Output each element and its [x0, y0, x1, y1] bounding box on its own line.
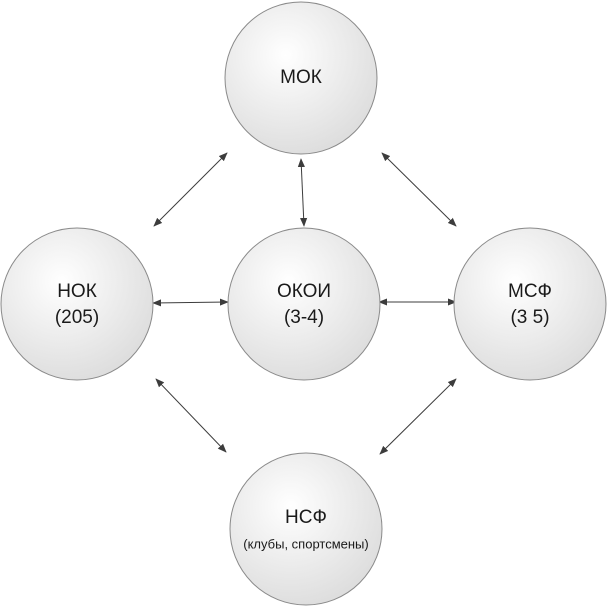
node-nok-circle — [0, 227, 154, 381]
node-msf-circle — [453, 227, 607, 381]
node-okoi-sub: (3-4) — [284, 307, 324, 328]
node-nok-label: НОК — [57, 281, 97, 302]
arrow-mok-okoi — [297, 158, 308, 227]
node-msf: МСФ (3 5) — [453, 227, 607, 381]
arrow-nok-okoi — [152, 298, 229, 307]
node-nsf-label: НСФ — [285, 507, 327, 528]
node-mok-label: МОК — [280, 67, 322, 88]
node-nsf-sub: (клубы, спортсмены) — [243, 536, 368, 551]
node-msf-sub: (3 5) — [510, 307, 549, 328]
node-okoi-circle — [227, 227, 381, 381]
node-nsf: НСФ (клубы, спортсмены) — [229, 452, 383, 606]
arrow-mok-nok — [153, 152, 228, 227]
arrow-mok-msf — [381, 152, 457, 227]
node-okoi: ОКОИ (3-4) — [227, 227, 381, 381]
node-mok-circle — [224, 1, 378, 155]
node-nok-sub: (205) — [55, 307, 99, 328]
node-mok: МОК — [224, 1, 378, 155]
node-msf-label: МСФ — [508, 281, 552, 302]
node-nok: НОК (205) — [0, 227, 154, 381]
arrow-nok-nsf — [155, 378, 227, 453]
node-nsf-circle — [229, 452, 383, 606]
arrow-msf-nsf — [379, 378, 457, 455]
node-okoi-label: ОКОИ — [277, 281, 331, 302]
